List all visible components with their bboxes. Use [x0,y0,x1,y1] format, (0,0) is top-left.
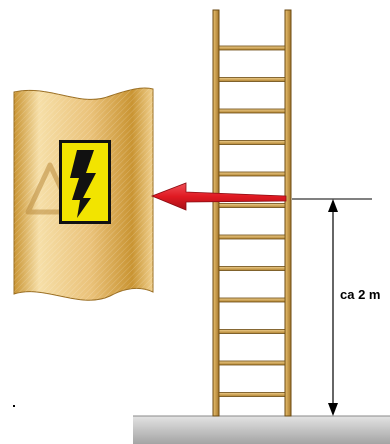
ladder-rung [218,45,286,51]
ladder-icon [212,9,292,417]
ladder-rung [218,140,286,145]
height-label: ca 2 m [340,287,380,302]
ladder-rung [218,77,286,82]
ladder-rung [218,234,286,240]
ladder-rung [218,171,286,177]
ladder-rung [218,360,286,366]
ladder-rung [218,297,286,303]
ground-slab [133,416,390,444]
ladder-rung [218,203,286,208]
corner-mark [13,405,15,407]
ladder-rung [218,392,286,397]
height-dimension: ca 2 m [292,198,390,416]
red-arrow-icon [150,182,287,211]
high-voltage-warning-icon [59,140,111,224]
ladder-rung [218,266,286,271]
ladder-rung [218,108,286,114]
ladder-rung [218,329,286,334]
